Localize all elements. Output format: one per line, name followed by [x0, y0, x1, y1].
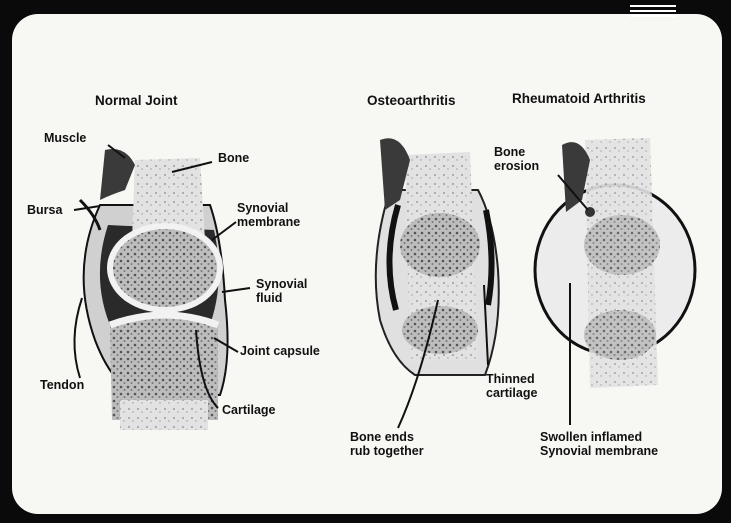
label-synovial-fluid: Synovial fluid: [256, 277, 307, 305]
label-tendon: Tendon: [40, 378, 84, 392]
label-joint-capsule: Joint capsule: [240, 344, 320, 358]
panel-title-rheumatoid: Rheumatoid Arthritis: [512, 92, 646, 106]
label-thinned-cartilage: Thinned cartilage: [486, 372, 537, 400]
panel-title-normal: Normal Joint: [95, 94, 178, 108]
label-cartilage: Cartilage: [222, 403, 276, 417]
panel-title-osteoarthritis: Osteoarthritis: [367, 94, 456, 108]
label-muscle: Muscle: [44, 131, 86, 145]
osteoarthritis-drawing: [376, 138, 499, 375]
label-bone-ends: Bone ends rub together: [350, 430, 424, 458]
label-synovial-membrane: Synovial membrane: [237, 201, 300, 229]
label-bone-erosion: Bone erosion: [494, 145, 539, 173]
label-swollen-membrane: Swollen inflamed Synovial membrane: [540, 430, 658, 458]
label-bone: Bone: [218, 151, 249, 165]
label-bursa: Bursa: [27, 203, 62, 217]
